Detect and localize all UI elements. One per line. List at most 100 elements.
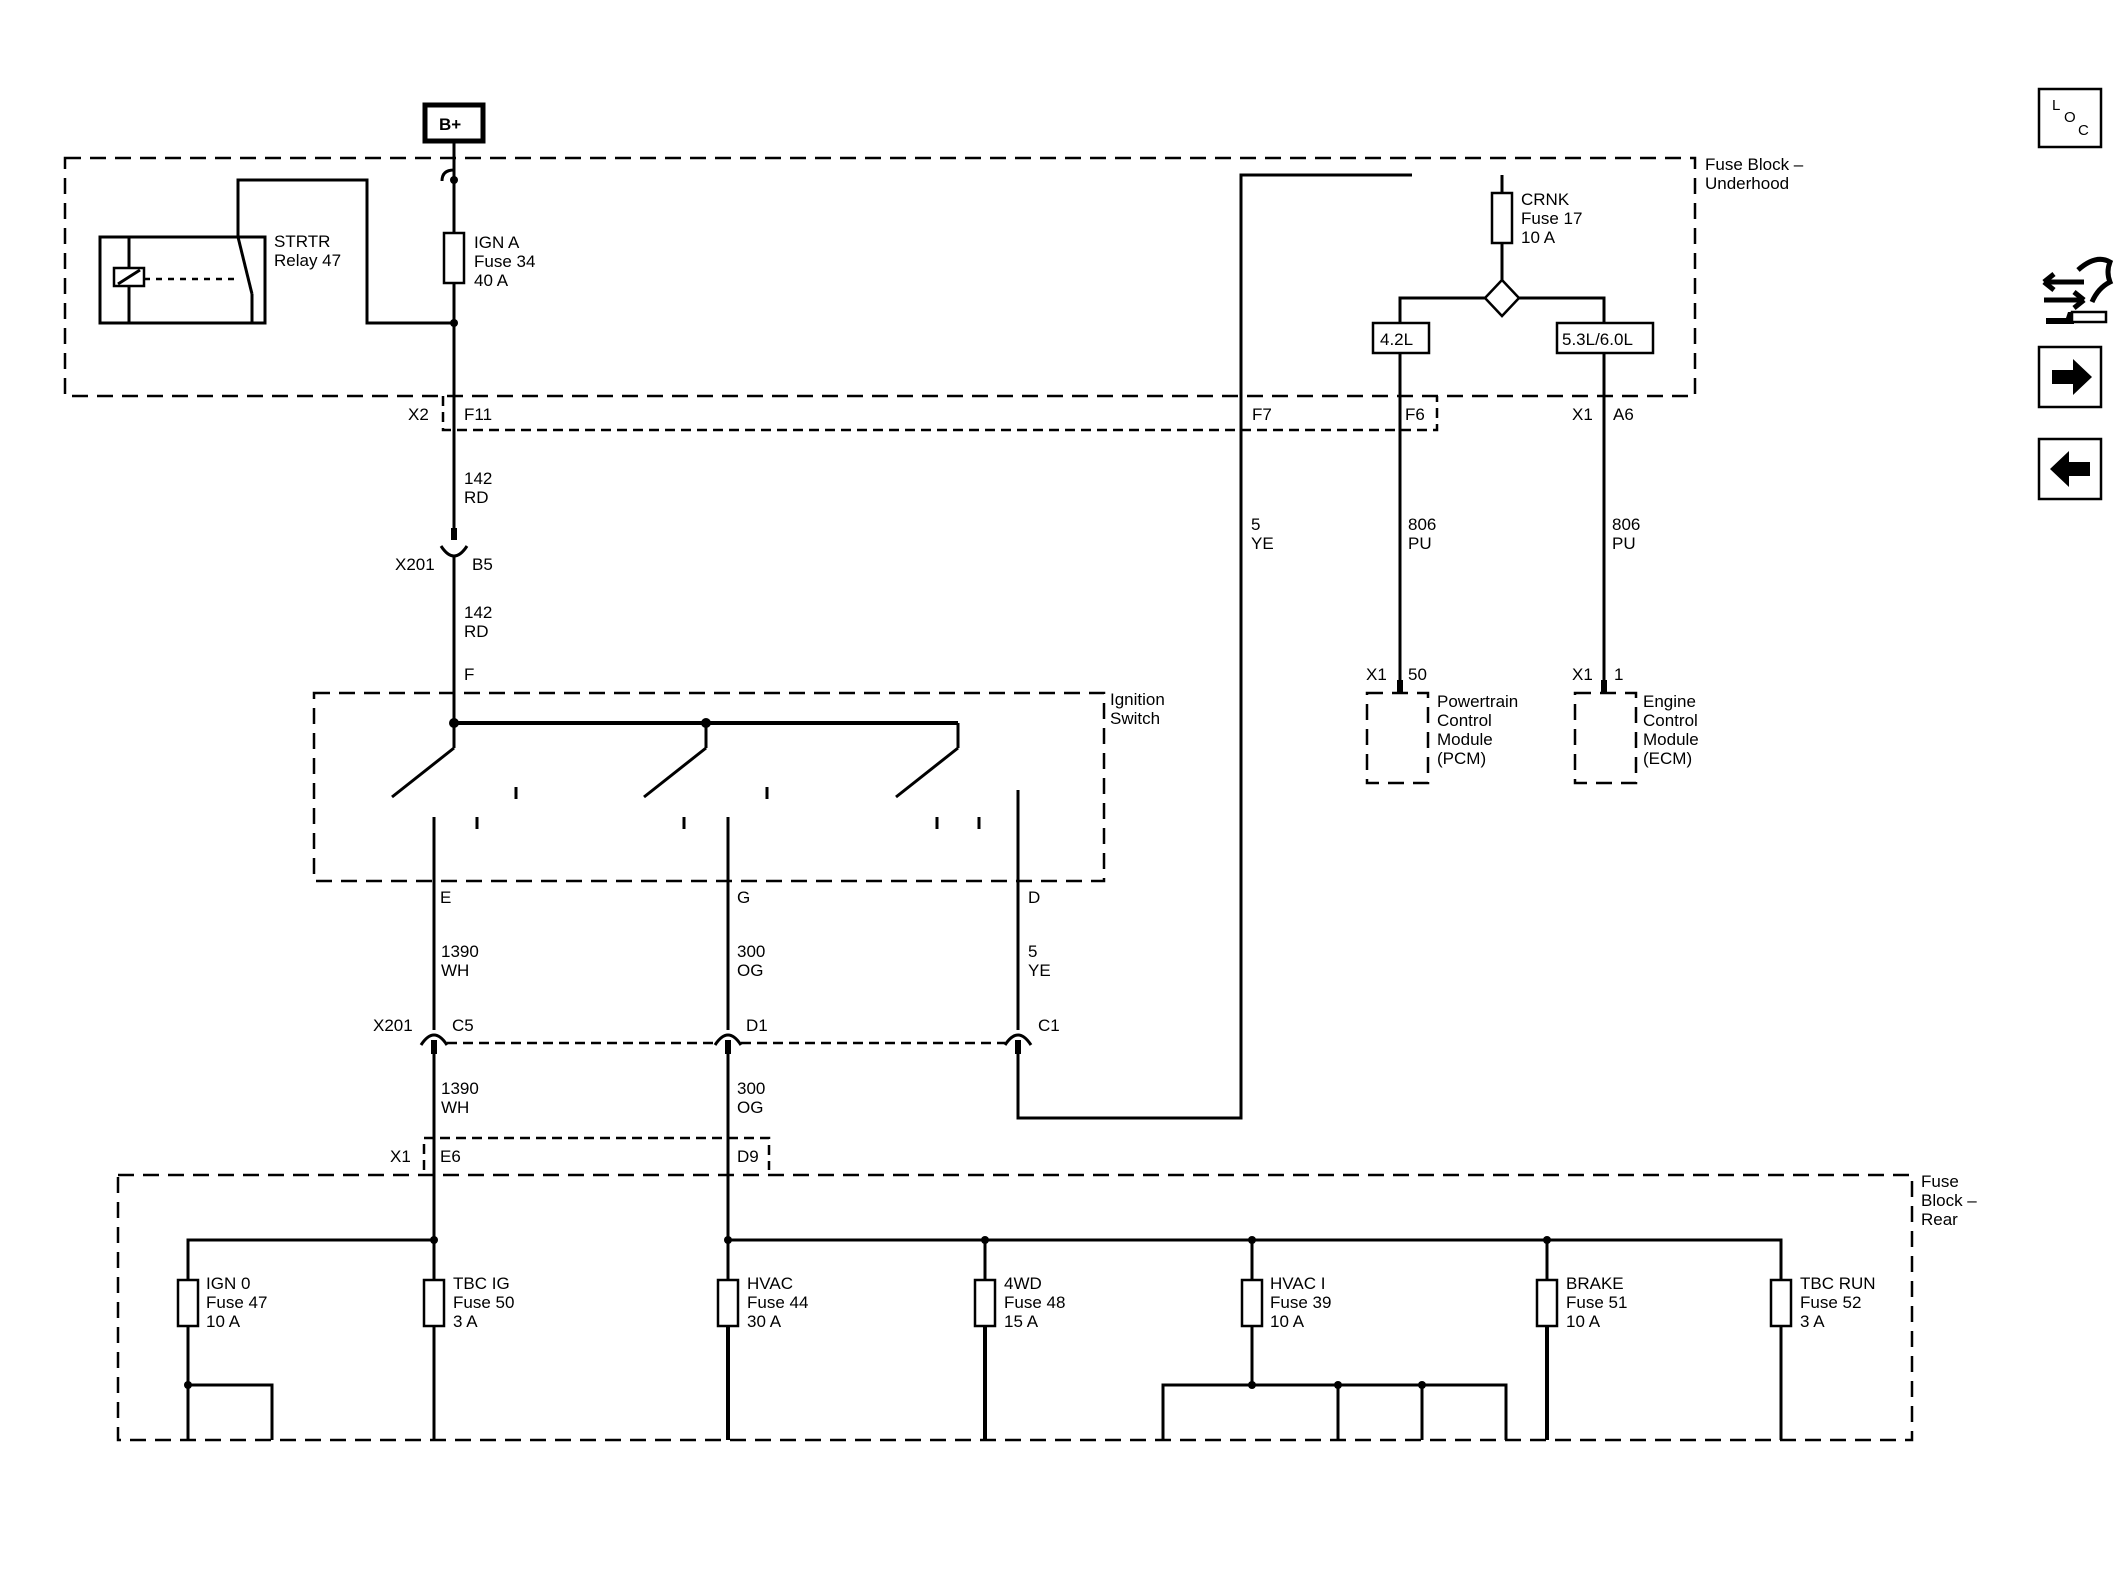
next-arrow-icon [2052,359,2092,395]
wire-142b-label-2: RD [464,622,489,641]
ignition-switch-label-1: Ignition [1110,690,1165,709]
fuse-hvac-label-3: 30 A [747,1312,782,1331]
fuse-ign-0-label-1: IGN 0 [206,1274,250,1293]
wire-142-label-1: 142 [464,469,492,488]
fuse-ign-a [442,231,466,285]
wire-806a-label-1: 806 [1408,515,1436,534]
fuse-brake-label-1: BRAKE [1566,1274,1624,1293]
conn-f11: F11 [464,405,492,424]
fuse-crnk [1490,191,1514,245]
fuse-4wd-label-2: Fuse 48 [1004,1293,1065,1312]
fuse-block-underhood-box [63,156,1697,398]
fuse-hvac-label-1: HVAC [747,1274,793,1293]
battery-label: B+ [439,115,461,134]
wire-300-label-1: 300 [737,942,765,961]
conn-c1: C1 [1038,1016,1060,1035]
conn-d9: D9 [737,1147,759,1166]
fuse-crnk-label-2: Fuse 17 [1521,209,1582,228]
previous-arrow-button[interactable] [2037,437,2103,501]
fuse-crnk-label-3: 10 A [1521,228,1556,247]
fuse-tbc-ig-label-3: 3 A [453,1312,478,1331]
fuse-hvac [716,1278,740,1328]
fuse-ign-a-label-2: Fuse 34 [474,252,535,271]
fuse-hvac-i-label-2: Fuse 39 [1270,1293,1331,1312]
conn-b5: B5 [472,555,493,574]
loc-letter-c: C [2078,122,2089,139]
wire-1390b-label-1: 1390 [441,1079,479,1098]
wire-5a-label-2: YE [1251,534,1274,553]
pcm-label-4: (PCM) [1437,749,1486,768]
x201-c5-connector-icon [419,1033,449,1046]
ecm-label-4: (ECM) [1643,749,1692,768]
ecm-label-2: Control [1643,711,1698,730]
conn-f7: F7 [1252,405,1272,424]
fuse-ign-0-label-2: Fuse 47 [206,1293,267,1312]
fuse-crnk-label-1: CRNK [1521,190,1570,209]
fuse-hvac-i [1240,1278,1264,1328]
fuse-block-rear-label-3: Rear [1921,1210,1958,1229]
option-5-3l-box [1555,321,1655,355]
conn-x1-bot: X1 [390,1147,411,1166]
wire-1390b-label-2: WH [441,1098,469,1117]
conn-c5: C5 [452,1016,474,1035]
fuse-tbc-ig-label-2: Fuse 50 [453,1293,514,1312]
strtr-relay-box [98,235,267,325]
fuse-block-rear-label-2: Block – [1921,1191,1977,1210]
conn-a6: A6 [1613,405,1634,424]
fuse-ign-a-label-3: 40 A [474,271,509,290]
wire-806a-label-2: PU [1408,534,1432,553]
conn-f: F [464,665,474,684]
strtr-relay-label-2: Relay 47 [274,251,341,270]
ignition-switch-label-2: Switch [1110,709,1160,728]
fuse-hvac-i-label-1: HVAC I [1270,1274,1325,1293]
fuse-tbc-run-label-1: TBC RUN [1800,1274,1876,1293]
conn-e: E [440,888,451,907]
next-arrow-button[interactable] [2037,345,2103,409]
pcm-conn-x1: X1 [1366,665,1387,684]
fuse-tbc-run-label-3: 3 A [1800,1312,1825,1331]
x201-c1-connector-icon [1003,1033,1033,1046]
fuse-ign-0-label-3: 10 A [206,1312,241,1331]
conn-f6: F6 [1405,405,1425,424]
splice-diamond-icon [1483,278,1521,318]
fuse-hvac-label-2: Fuse 44 [747,1293,808,1312]
fuse-4wd-label-3: 15 A [1004,1312,1039,1331]
loc-button[interactable]: L O C [2037,87,2103,149]
pcm-conn-pin: 50 [1408,665,1427,684]
option-4-2l: 4.2L [1380,330,1413,349]
loc-letter-o: O [2064,109,2076,126]
strtr-relay-label-1: STRTR [274,232,330,251]
fuse-brake-label-2: Fuse 51 [1566,1293,1627,1312]
fuse-4wd-label-1: 4WD [1004,1274,1042,1293]
fuse-ign-a-label-1: IGN A [474,233,520,252]
wire-5a-label-1: 5 [1251,515,1260,534]
wire-806b-label-1: 806 [1612,515,1640,534]
x201-top-connector-icon [439,545,469,558]
wire-1390-label-1: 1390 [441,942,479,961]
conn-x201-top: X201 [395,555,435,574]
fuse-hvac-i-label-3: 10 A [1270,1312,1305,1331]
ecm-label-3: Module [1643,730,1699,749]
wire-806b-label-2: PU [1612,534,1636,553]
fuse-brake [1535,1278,1559,1328]
fuse-block-rear-box [116,1173,1914,1442]
fuse-4wd [973,1278,997,1328]
ecm-module-box [1573,691,1638,785]
fuse-block-underhood-label-1: Fuse Block – [1705,155,1804,174]
conn-x2: X2 [408,405,429,424]
schematic-tools-icon[interactable] [2042,256,2114,324]
fuse-block-underhood-label-2: Underhood [1705,174,1789,193]
wire-5b-label-1: 5 [1028,942,1037,961]
pcm-module-box [1365,691,1430,785]
fuse-tbc-run-label-2: Fuse 52 [1800,1293,1861,1312]
conn-d1: D1 [746,1016,768,1035]
conn-x201-bot: X201 [373,1016,413,1035]
ecm-conn-pin: 1 [1614,665,1623,684]
x201-d1-connector-icon [713,1033,743,1046]
wire-142b-label-1: 142 [464,603,492,622]
fuse-tbc-ig [422,1278,446,1328]
conn-x1-a6: X1 [1572,405,1593,424]
wire-5b-label-2: YE [1028,961,1051,980]
fuse-tbc-run [1769,1278,1793,1328]
